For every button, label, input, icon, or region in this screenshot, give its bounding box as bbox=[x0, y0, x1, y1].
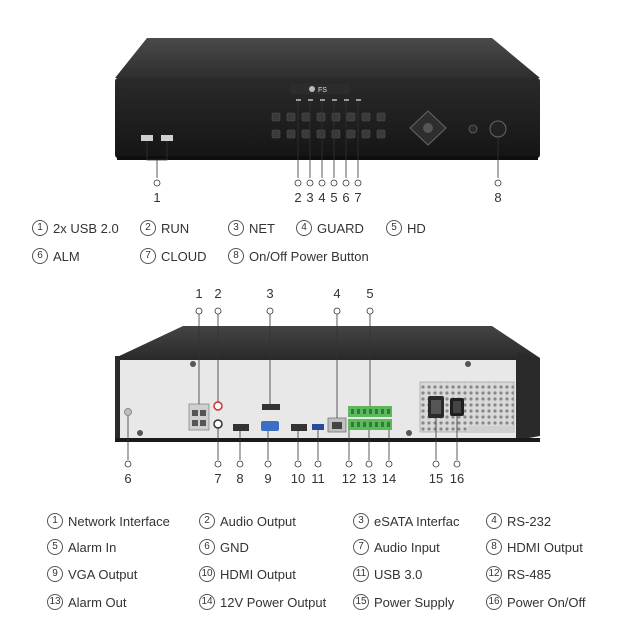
rear-bottom-edge bbox=[115, 438, 540, 442]
rear-callout-9: 9 bbox=[264, 471, 271, 486]
rear-callout-8: 8 bbox=[236, 471, 243, 486]
front-callout-7: 7 bbox=[354, 190, 361, 205]
psu-label-strip bbox=[468, 426, 514, 432]
rear-callout-2: 2 bbox=[214, 286, 221, 301]
front-callout-4: 4 bbox=[318, 190, 325, 205]
audio-input-jack bbox=[213, 419, 223, 429]
rear-callout-3: 3 bbox=[266, 286, 273, 301]
front-callout-5: 5 bbox=[330, 190, 337, 205]
front-bottom-edge bbox=[117, 156, 538, 160]
rear-top-callout-labels: 1 2 3 4 5 bbox=[195, 286, 373, 301]
alarm-terminal-blocks bbox=[348, 406, 392, 430]
power-switch-rocker bbox=[453, 401, 461, 413]
network-port-socket bbox=[192, 420, 198, 426]
front-callout-1: 1 bbox=[153, 190, 160, 205]
hdmi-output-port-2 bbox=[291, 424, 307, 431]
screw bbox=[190, 361, 196, 367]
rear-chassis-side bbox=[518, 352, 540, 440]
ok-button bbox=[423, 123, 433, 133]
rear-callout-4: 4 bbox=[333, 286, 340, 301]
rs232-socket bbox=[332, 422, 342, 429]
rear-chassis-top bbox=[115, 326, 540, 358]
front-usb-port-2 bbox=[161, 135, 173, 141]
rear-top-leader-lines bbox=[198, 314, 371, 418]
network-port-socket bbox=[200, 410, 206, 416]
brand-text: FS bbox=[318, 87, 327, 94]
front-keypad bbox=[271, 112, 386, 139]
power-button bbox=[489, 120, 507, 138]
front-leader-lines bbox=[146, 101, 499, 178]
rear-nvr-unit bbox=[115, 326, 540, 442]
front-callout-6: 6 bbox=[342, 190, 349, 205]
front-callout-labels: 1 2 3 4 5 6 7 8 bbox=[153, 190, 501, 205]
rear-callout-7: 7 bbox=[214, 471, 221, 486]
network-port bbox=[188, 403, 210, 431]
rear-callout-12: 12 bbox=[342, 471, 356, 486]
front-callout-dots bbox=[153, 179, 502, 187]
front-callout-3: 3 bbox=[306, 190, 313, 205]
front-usb-port-1 bbox=[141, 135, 153, 141]
network-port-socket bbox=[200, 420, 206, 426]
rear-callout-15: 15 bbox=[429, 471, 443, 486]
rear-top-callout-dots bbox=[195, 307, 374, 315]
brand-plate bbox=[290, 84, 350, 94]
hdmi-output-port-1 bbox=[233, 424, 249, 431]
screw bbox=[465, 361, 471, 367]
usb3-port bbox=[312, 424, 324, 430]
vga-port bbox=[261, 421, 279, 431]
esata-port bbox=[262, 404, 280, 410]
rear-bottom-callout-labels: 6 7 8 9 10 11 12 13 14 15 16 bbox=[124, 471, 464, 486]
indicator-leds bbox=[296, 99, 361, 101]
front-nvr-unit: FS bbox=[115, 38, 540, 160]
rear-bottom-callout-dots bbox=[124, 460, 461, 468]
brand-logo-icon bbox=[309, 86, 315, 92]
ir-receiver bbox=[468, 124, 478, 134]
screw bbox=[406, 430, 412, 436]
rear-callout-1: 1 bbox=[195, 286, 202, 301]
front-chassis-top bbox=[115, 38, 540, 78]
audio-output-jack bbox=[213, 401, 223, 411]
gnd-terminal bbox=[124, 408, 132, 416]
network-port-socket bbox=[192, 410, 198, 416]
nav-pad bbox=[409, 110, 447, 146]
rear-callout-10: 10 bbox=[291, 471, 305, 486]
power-supply-socket-inner bbox=[431, 400, 441, 414]
front-callout-2: 2 bbox=[294, 190, 301, 205]
rear-callout-6: 6 bbox=[124, 471, 131, 486]
screw bbox=[137, 430, 143, 436]
front-callout-8: 8 bbox=[494, 190, 501, 205]
rear-callout-5: 5 bbox=[366, 286, 373, 301]
rear-bottom-leader-lines bbox=[127, 416, 458, 460]
rear-callout-14: 14 bbox=[382, 471, 396, 486]
rear-callout-16: 16 bbox=[450, 471, 464, 486]
rear-callout-13: 13 bbox=[362, 471, 376, 486]
rear-callout-11: 11 bbox=[311, 471, 325, 486]
